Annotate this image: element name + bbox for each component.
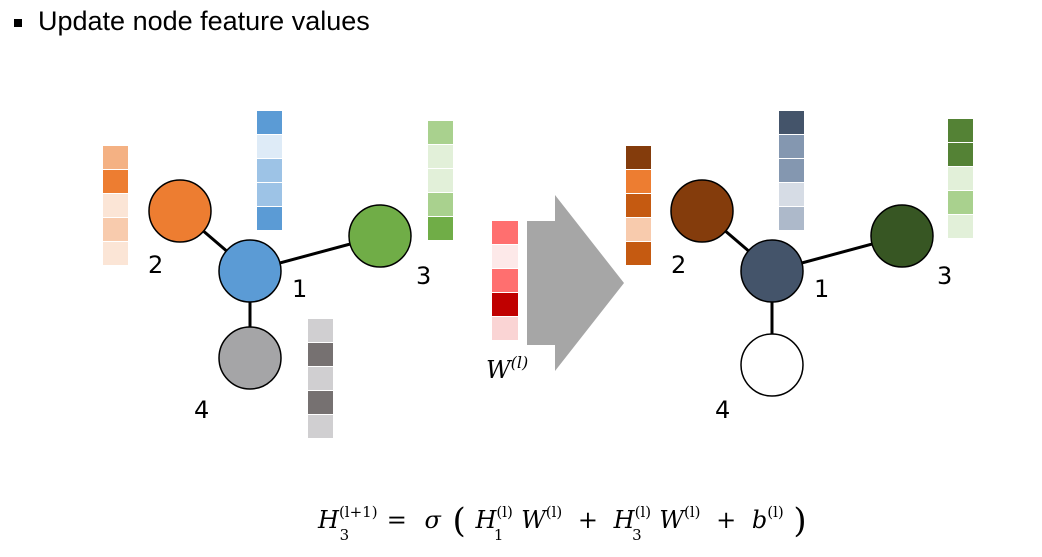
eq-lhs-sup: (l+1) [339,503,378,521]
weight-vector-cell-5 [492,317,518,340]
weight-vector-cell-3 [492,269,518,292]
left-feature-vector-2-cell-2 [103,170,128,193]
eq-bias: b [752,506,767,534]
eq-h3-sup: (l) [635,503,652,521]
eq-h3-sub: 3 [632,526,642,544]
eq-plus-1: + [578,506,598,534]
left-feature-vector-1-cell-1 [257,111,282,134]
eq-plus-2: + [716,506,736,534]
left-feature-vector-1-cell-2 [257,135,282,158]
right-feature-vector-3-cell-1 [948,119,973,142]
left-feature-vector-2-cell-4 [103,218,128,241]
right-feature-vector-2-cell-5 [626,242,651,265]
bullet-icon [14,18,22,27]
eq-w1-sup: (l) [546,503,563,521]
right-feature-vector-1-cell-2 [779,135,804,158]
right-node-2-label: 2 [671,251,686,279]
slide-title: Update node feature values [14,6,370,37]
left-node-4 [218,326,282,390]
right-node-3-label: 3 [937,262,952,290]
right-feature-vector-3-cell-5 [948,215,973,238]
left-feature-vector-1-cell-3 [257,159,282,182]
right-feature-vector-1-cell-1 [779,111,804,134]
weight-vector [492,221,518,340]
left-feature-vector-2 [103,146,128,265]
eq-h1-sub: 1 [494,526,504,544]
left-node-2 [148,179,212,243]
left-node-3 [348,204,412,268]
eq-close-paren: ) [793,501,806,541]
eq-w2-sup: (l) [684,503,701,521]
eq-lhs: H [317,506,340,534]
left-feature-vector-2-cell-1 [103,146,128,169]
right-node-4-label: 4 [715,396,730,424]
eq-h1-sup: (l) [496,503,513,521]
right-feature-vector-3-cell-3 [948,167,973,190]
eq-w1: W [521,506,548,534]
right-graph: 1 2 3 4 [626,111,973,424]
left-feature-vector-3-cell-3 [428,169,453,192]
right-node-3 [870,204,934,268]
left-graph: 1 2 3 4 [103,111,453,438]
right-node-2 [670,179,734,243]
eq-w2: W [659,506,686,534]
left-feature-vector-3-cell-1 [428,121,453,144]
right-feature-vector-2-cell-2 [626,170,651,193]
left-feature-vector-1-cell-5 [257,207,282,230]
eq-bias-sup: (l) [767,503,784,521]
weight-label-base: W [486,356,513,384]
eq-h1: H [474,506,497,534]
left-node-1 [218,239,282,303]
weight-vector-cell-2 [492,245,518,268]
left-feature-vector-4 [308,319,333,438]
left-feature-vector-4-cell-3 [308,367,333,390]
left-feature-vector-1 [257,111,282,230]
left-node-4-label: 4 [194,396,209,424]
right-node-4 [740,333,804,397]
right-node-1-label: 1 [814,275,829,303]
right-feature-vector-3-cell-2 [948,143,973,166]
left-node-2-label: 2 [148,251,163,279]
left-feature-vector-3-cell-4 [428,193,453,216]
eq-open-paren: ( [453,501,466,541]
weight-label-sup: (l) [511,353,529,372]
left-feature-vector-4-cell-2 [308,343,333,366]
right-node-1 [740,239,804,303]
eq-sigma: σ [425,506,442,534]
left-feature-vector-3-cell-2 [428,145,453,168]
right-feature-vector-1 [779,111,804,230]
right-feature-vector-1-cell-5 [779,207,804,230]
weight-label: W(l) [486,353,528,384]
left-feature-vector-3 [428,121,453,240]
left-feature-vector-2-cell-3 [103,194,128,217]
weight-vector-cell-1 [492,221,518,244]
right-feature-vector-2-cell-1 [626,146,651,169]
right-feature-vector-3 [948,119,973,238]
left-feature-vector-4-cell-4 [308,391,333,414]
left-feature-vector-3-cell-5 [428,217,453,240]
update-equation: H(l+1)3 = σ ( H(l)1 W(l) + H(l)3 W(l) + … [317,495,807,546]
left-node-3-label: 3 [416,262,431,290]
left-feature-vector-4-cell-5 [308,415,333,438]
left-feature-vector-4-cell-1 [308,319,333,342]
transform-arrow [527,195,624,371]
left-feature-vector-2-cell-5 [103,242,128,265]
title-text: Update node feature values [38,6,370,36]
eq-h3: H [613,506,636,534]
right-feature-vector-1-cell-3 [779,159,804,182]
weight-vector-cell-4 [492,293,518,316]
right-feature-vector-2-cell-3 [626,194,651,217]
right-feature-vector-3-cell-4 [948,191,973,214]
eq-equals: = [387,506,407,534]
left-feature-vector-1-cell-4 [257,183,282,206]
right-feature-vector-2 [626,146,651,265]
right-feature-vector-2-cell-4 [626,218,651,241]
weight-transform: W(l) [486,195,624,384]
eq-lhs-sub: 3 [340,526,350,544]
right-feature-vector-1-cell-4 [779,183,804,206]
left-node-1-label: 1 [292,275,307,303]
